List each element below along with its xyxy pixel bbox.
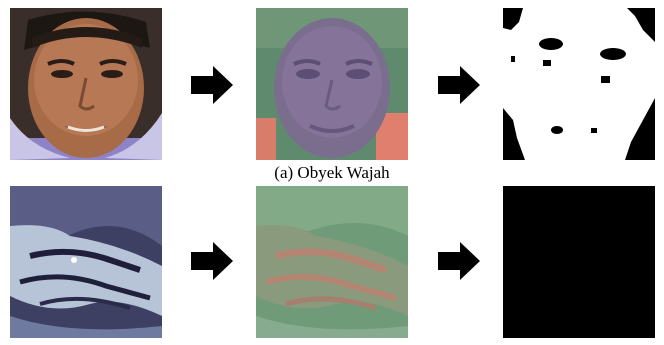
figure-caption: (a) Obyek Wajah: [274, 163, 390, 182]
face-original-image: [10, 8, 162, 160]
object-colorspace-image: [256, 186, 408, 338]
face-colorspace-image: [256, 8, 408, 160]
face-binary-mask: [503, 8, 655, 160]
object-binary-mask: [503, 186, 655, 338]
object-original-image: [10, 186, 162, 338]
right-arrow-icon: [191, 66, 233, 104]
right-arrow-icon: [438, 66, 480, 104]
right-arrow-icon: [191, 242, 233, 280]
right-arrow-icon: [438, 242, 480, 280]
